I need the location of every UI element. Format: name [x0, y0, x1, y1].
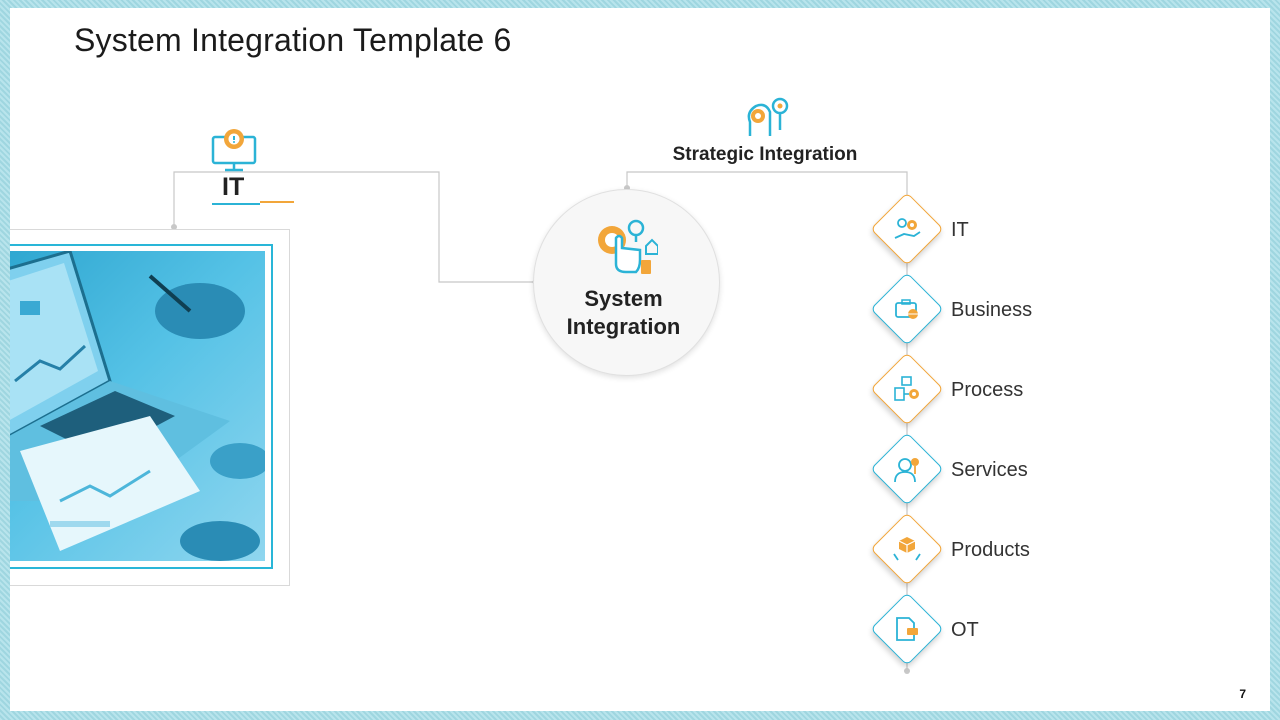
touch-integration-icon [598, 219, 658, 274]
slide: System Integration Template 6 IT [10, 8, 1270, 711]
label-underline-teal [212, 203, 260, 205]
head-gear-bulb-icon [747, 97, 789, 136]
product-box-hands-icon [893, 537, 921, 561]
node-label-it: IT [951, 219, 969, 241]
center-label-line2: Integration [566, 314, 681, 339]
center-circle [533, 189, 720, 376]
center-label-line1: System [584, 286, 663, 311]
process-flow-icon [894, 376, 919, 401]
center-label: System Integration [533, 285, 714, 341]
slide-title: System Integration Template 6 [74, 22, 512, 58]
page-number: 7 [1239, 687, 1246, 701]
document-folder-icon [896, 617, 918, 641]
gears-hand-icon [894, 218, 921, 239]
monitor-gear-icon [211, 129, 257, 172]
label-underline-orange [260, 201, 294, 203]
left-branch-label: IT [222, 173, 245, 201]
node-label-ot: OT [951, 619, 979, 641]
laptop-photo [10, 251, 265, 561]
node-label-business: Business [951, 299, 1033, 321]
strategic-integration-label: Strategic Integration [672, 144, 858, 165]
node-label-services: Services [951, 459, 1028, 481]
service-agent-icon [894, 458, 919, 483]
node-label-process: Process [951, 379, 1024, 401]
node-label-products: Products [951, 539, 1030, 561]
briefcase-globe-icon [895, 299, 918, 319]
